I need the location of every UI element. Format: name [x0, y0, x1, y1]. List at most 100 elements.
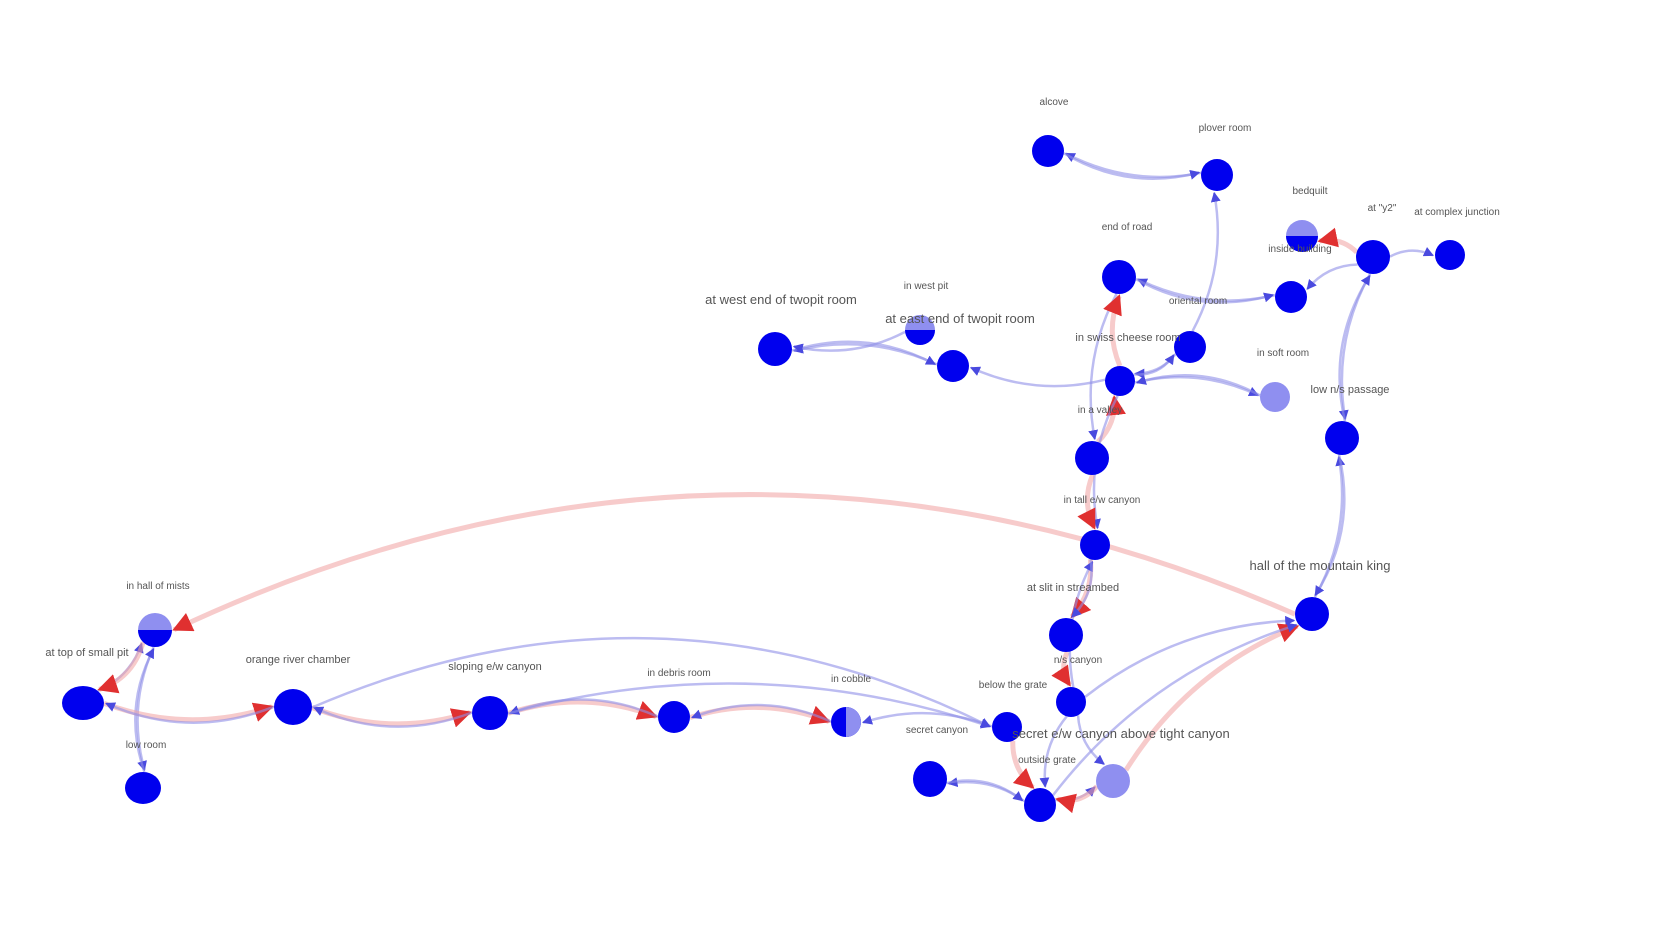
label-secret-canyon: secret canyon	[906, 725, 968, 736]
edge-at-y2-to-low-ns-passage	[1338, 273, 1372, 421]
label-ns-canyon: n/s canyon	[1054, 655, 1102, 666]
edge-outside-grate-to-secret-canyon	[947, 777, 1026, 803]
edge-low-ns-passage-to-at-y2	[1338, 274, 1371, 422]
node-in-west-pit-fill	[905, 330, 935, 345]
edge-at-y2-to-inside-building	[1306, 263, 1358, 290]
edge-in-hall-of-mists-to-at-top-of-small-pit	[97, 641, 146, 694]
label-sloping-ew-canyon: sloping e/w canyon	[448, 661, 542, 673]
node-in-a-valley[interactable]	[1075, 441, 1109, 475]
node-hall-of-the-mountain-king[interactable]	[1295, 597, 1329, 631]
node-inside-building-shape	[1275, 281, 1307, 313]
node-oriental-room[interactable]	[1174, 331, 1206, 363]
node-bedquilt[interactable]	[1286, 220, 1318, 252]
node-secret-ew-canyon-above-tight-canyon[interactable]	[1096, 764, 1130, 798]
node-below-the-grate-shape	[992, 712, 1022, 742]
node-bedquilt-fill	[1286, 236, 1318, 252]
node-alcove[interactable]	[1032, 135, 1064, 167]
node-orange-river-chamber[interactable]	[274, 689, 312, 725]
node-outside-grate[interactable]	[1024, 788, 1056, 822]
edge-end-of-road-to-inside-building	[1135, 277, 1275, 304]
label-at-top-of-small-pit: at top of small pit	[45, 647, 128, 659]
edges-layer	[97, 152, 1434, 814]
edge-at-west-end-of-twopit-room-to-at-east-end-of-twopit-room	[791, 340, 936, 366]
node-in-debris-room-shape	[658, 701, 690, 733]
label-at-y2: at "y2"	[1368, 203, 1397, 214]
node-at-west-end-of-twopit-room[interactable]	[758, 332, 792, 366]
edge-orange-river-chamber-to-below-the-grate	[311, 636, 991, 728]
node-end-of-road[interactable]	[1102, 260, 1136, 294]
node-inside-building[interactable]	[1275, 281, 1307, 313]
label-below-the-grate: below the grate	[979, 680, 1048, 691]
node-low-ns-passage[interactable]	[1325, 421, 1359, 455]
node-alcove-shape	[1032, 135, 1064, 167]
edge-hall-of-the-mountain-king-to-in-hall-of-mists	[172, 492, 1297, 632]
label-in-cobble: in cobble	[831, 674, 871, 685]
edge-secret-ew-canyon-above-tight-canyon-to-outside-grate	[1055, 784, 1099, 814]
node-sloping-ew-canyon[interactable]	[472, 696, 508, 730]
node-at-slit-in-streambed-shape	[1049, 618, 1083, 652]
node-at-complex-junction[interactable]	[1435, 240, 1465, 270]
node-orange-river-chamber-shape	[274, 689, 312, 725]
label-bedquilt: bedquilt	[1292, 186, 1327, 197]
node-in-soft-room[interactable]	[1260, 382, 1290, 412]
node-at-top-of-small-pit[interactable]	[62, 686, 104, 720]
edge-at-y2-to-bedquilt	[1317, 227, 1359, 255]
node-in-swiss-cheese-room[interactable]	[1105, 366, 1135, 396]
edge-sloping-ew-canyon-to-in-debris-room	[507, 699, 658, 720]
edge-sloping-ew-canyon-to-below-the-grate	[507, 682, 991, 729]
label-in-west-pit: in west pit	[904, 281, 949, 292]
edge-at-y2-to-at-complex-junction	[1389, 247, 1434, 258]
node-plover-room-shape	[1201, 159, 1233, 191]
label-in-soft-room: in soft room	[1257, 348, 1309, 359]
node-in-cobble-fill	[846, 707, 861, 737]
node-secret-canyon[interactable]	[913, 761, 947, 797]
edge-low-room-to-in-hall-of-mists	[134, 648, 155, 773]
label-orange-river-chamber: orange river chamber	[246, 654, 351, 666]
node-secret-canyon-shape	[913, 761, 947, 797]
node-low-ns-passage-shape	[1325, 421, 1359, 455]
label-in-swiss-cheese-room: in swiss cheese room	[1075, 332, 1180, 344]
node-at-y2-shape	[1356, 240, 1390, 274]
edge-at-slit-in-streambed-to-ns-canyon	[1051, 650, 1072, 687]
edge-outside-grate-to-hall-of-the-mountain-king	[1052, 622, 1298, 796]
edge-secret-canyon-to-outside-grate	[946, 779, 1024, 802]
node-in-tall-ew-canyon-shape	[1080, 530, 1110, 560]
edge-below-the-grate-to-outside-grate	[1010, 740, 1035, 790]
label-in-tall-ew-canyon: in tall e/w canyon	[1064, 495, 1141, 506]
label-in-hall-of-mists: in hall of mists	[126, 581, 189, 592]
node-in-tall-ew-canyon[interactable]	[1080, 530, 1110, 560]
label-at-complex-junction: at complex junction	[1414, 207, 1500, 218]
node-below-the-grate[interactable]	[992, 712, 1022, 742]
edge-in-swiss-cheese-room-to-oriental-room	[1133, 354, 1175, 376]
node-at-slit-in-streambed[interactable]	[1049, 618, 1083, 652]
node-in-swiss-cheese-room-shape	[1105, 366, 1135, 396]
edge-secret-ew-canyon-above-tight-canyon-to-hall-of-the-mountain-king	[1123, 623, 1300, 772]
edge-in-west-pit-to-at-west-end-of-twopit-room	[792, 330, 906, 354]
label-low-ns-passage: low n/s passage	[1311, 384, 1390, 396]
node-in-cobble[interactable]	[831, 707, 861, 737]
edge-hall-of-the-mountain-king-to-low-ns-passage	[1313, 455, 1346, 598]
edge-in-tall-ew-canyon-to-at-slit-in-streambed	[1070, 559, 1093, 618]
label-oriental-room: oriental room	[1169, 296, 1227, 307]
node-at-top-of-small-pit-shape	[62, 686, 104, 720]
node-in-a-valley-shape	[1075, 441, 1109, 475]
node-low-room[interactable]	[125, 772, 161, 804]
label-at-west-end-of-twopit-room: at west end of twopit room	[705, 292, 857, 307]
node-in-hall-of-mists[interactable]	[138, 613, 172, 647]
node-plover-room[interactable]	[1201, 159, 1233, 191]
node-in-west-pit[interactable]	[905, 315, 935, 345]
label-outside-grate: outside grate	[1018, 755, 1076, 766]
edge-ns-canyon-to-outside-grate	[1039, 715, 1068, 788]
edge-orange-river-chamber-to-at-top-of-small-pit	[105, 702, 275, 724]
edge-in-cobble-to-in-debris-room	[691, 703, 832, 723]
node-end-of-road-shape	[1102, 260, 1136, 294]
node-ns-canyon[interactable]	[1056, 687, 1086, 717]
node-at-east-end-of-twopit-room[interactable]	[937, 350, 969, 382]
label-low-room: low room	[126, 740, 167, 751]
node-in-debris-room[interactable]	[658, 701, 690, 733]
node-in-hall-of-mists-fill	[138, 630, 172, 647]
node-at-y2[interactable]	[1356, 240, 1390, 274]
edge-in-a-valley-to-in-tall-ew-canyon	[1077, 474, 1097, 530]
